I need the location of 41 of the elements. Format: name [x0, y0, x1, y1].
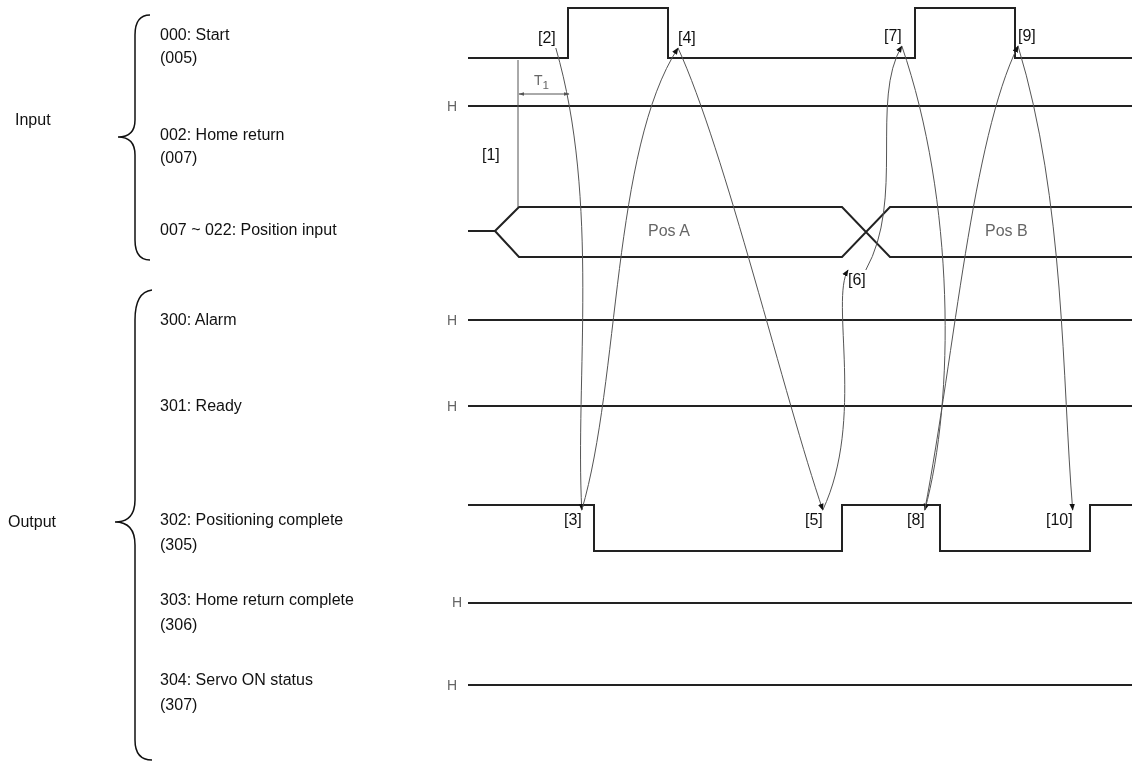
group-label: Output: [8, 512, 57, 532]
signal-name: (307): [160, 695, 198, 715]
level-label: H: [447, 97, 458, 116]
position-value: Pos B: [985, 221, 1028, 241]
arrow: [865, 45, 903, 271]
event-marker: [6]: [848, 270, 866, 290]
signal-name: 002: Home return: [160, 125, 285, 145]
signal-name: (007): [160, 148, 198, 168]
signal-name: (305): [160, 535, 198, 555]
event-marker: [4]: [678, 28, 696, 48]
signal-name: 301: Ready: [160, 396, 242, 416]
level-label: H: [447, 397, 458, 416]
level-label: H: [452, 593, 463, 612]
event-marker: [2]: [538, 28, 556, 48]
timing-label: T$_{1}$: [534, 71, 550, 93]
arrow: [555, 47, 585, 511]
signal-name: 000: Start: [160, 25, 230, 45]
event-marker: [9]: [1018, 26, 1036, 46]
signal-name: 304: Servo ON status: [160, 670, 313, 690]
signal-name: 303: Home return complete: [160, 590, 354, 610]
signal-name: 007 ~ 022: Position input: [160, 220, 337, 240]
group-label: Input: [15, 110, 51, 130]
arrow: [822, 269, 849, 511]
event-marker: [1]: [482, 145, 500, 165]
arrow: [901, 45, 946, 511]
event-marker: [7]: [884, 26, 902, 46]
signal-name: (005): [160, 48, 198, 68]
event-marker: [10]: [1046, 510, 1073, 530]
signal-name: 300: Alarm: [160, 310, 237, 330]
arrow: [1017, 45, 1076, 511]
level-label: H: [447, 311, 458, 330]
level-label: H: [447, 676, 458, 695]
event-marker: [3]: [564, 510, 582, 530]
event-marker: [8]: [907, 510, 925, 530]
arrow: [581, 47, 679, 511]
position-value: Pos A: [648, 221, 690, 241]
signal-name: (306): [160, 615, 198, 635]
event-marker: [5]: [805, 510, 823, 530]
signal-name: 302: Positioning complete: [160, 510, 344, 530]
arrow: [677, 47, 824, 511]
arrow: [924, 45, 1019, 511]
